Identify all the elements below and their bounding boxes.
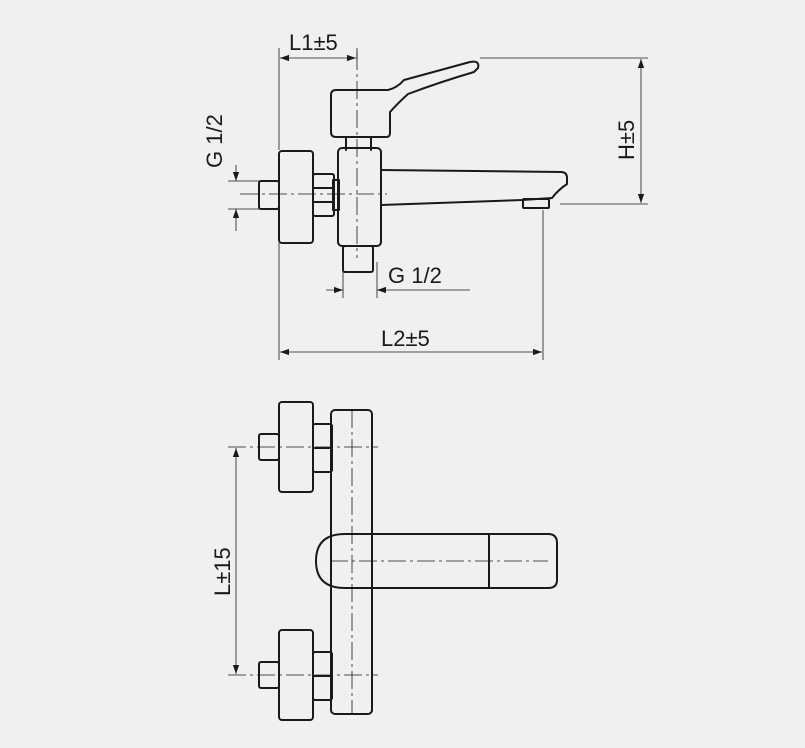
nut-collar [332, 179, 340, 211]
aerator [522, 198, 550, 209]
top-body [330, 409, 373, 715]
dim-l2-label: L2±5 [381, 326, 430, 351]
dim-h-label: H±5 [614, 120, 639, 160]
lever-handle [330, 60, 480, 138]
wall-rosette [278, 150, 314, 244]
dim-l-label: L±15 [210, 547, 235, 596]
dim-l1-label: L1±5 [289, 30, 338, 55]
inlet-nipple [258, 180, 280, 210]
spout [380, 169, 568, 206]
outlet-connector [342, 245, 374, 273]
dim-g-inlet-label: G 1/2 [202, 114, 227, 168]
top-view: L±15 [210, 401, 558, 721]
hex-nut [312, 173, 335, 217]
mixer-body [337, 147, 382, 247]
top-lever [315, 533, 558, 589]
dim-g-outlet-label: G 1/2 [388, 263, 442, 288]
side-view: L1±5 H±5 G 1/2 G 1/2 L2±5 [202, 30, 648, 360]
